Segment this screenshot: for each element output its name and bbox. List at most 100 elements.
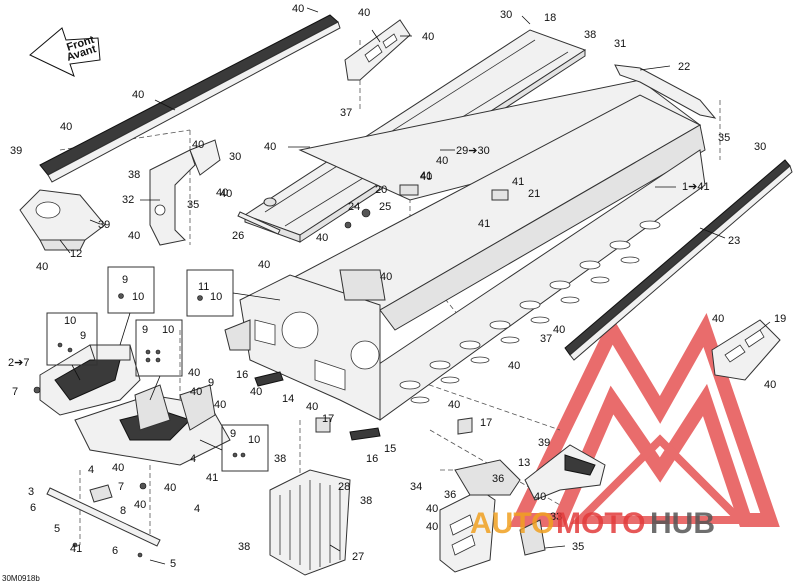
callout-label: 9 <box>80 330 86 342</box>
part-12 <box>19 189 106 251</box>
callout-label: 4 <box>194 503 200 515</box>
callout-label: 34 <box>410 481 422 493</box>
callout-labels: 40 40 30 18 40 38 31 22 40 37 40 39 35 4… <box>8 3 786 570</box>
callout-label: 40 <box>112 462 124 474</box>
callout-label: 9 <box>208 377 214 389</box>
callout-label: 17 <box>322 413 334 425</box>
callout-label: 21 <box>528 188 540 200</box>
leader-lines <box>59 7 771 565</box>
front-arrow-icon: Front Avant <box>29 27 101 77</box>
tunnel-cutouts <box>399 220 661 404</box>
callout-label: 40 <box>712 313 724 325</box>
callout-label: 7 <box>12 386 18 398</box>
watermark-moto: MOTO <box>556 507 645 540</box>
assembly-2-7 <box>39 344 141 416</box>
callout-label: 9 <box>122 274 128 286</box>
callout-label: 30 <box>754 141 766 153</box>
callout-label: 1➔41 <box>682 181 710 193</box>
callout-label: 33 <box>550 511 562 523</box>
callout-label: 36 <box>492 473 504 485</box>
callout-label: 40 <box>764 379 776 391</box>
callout-label: 3 <box>28 486 34 498</box>
callout-label: 10 <box>248 434 260 446</box>
detail-box-9-10-b <box>135 319 183 377</box>
bar-26 <box>237 211 281 235</box>
callout-label: 30 <box>229 151 241 163</box>
callout-label: 8 <box>120 505 126 517</box>
small-brackets <box>263 184 509 229</box>
callout-label: 40 <box>264 141 276 153</box>
fasteners <box>33 293 246 558</box>
callout-label: 24 <box>348 201 360 213</box>
bracket-32 <box>149 149 196 246</box>
callout-label: 38 <box>128 169 140 181</box>
clips-17 <box>315 417 473 435</box>
callout-label: 10 <box>132 291 144 303</box>
callout-label: 38 <box>274 453 286 465</box>
callout-label: 40 <box>422 31 434 43</box>
callout-label: 40 <box>250 386 262 398</box>
callout-label: 40 <box>192 139 204 151</box>
callout-label: 37 <box>540 333 552 345</box>
callout-label: 38 <box>584 29 596 41</box>
callout-label: 27 <box>352 551 364 563</box>
callout-label: 40 <box>216 187 228 199</box>
callout-label: 40 <box>436 155 448 167</box>
callout-label: 39 <box>538 437 550 449</box>
callout-label: 31 <box>614 38 626 50</box>
bracket-18 <box>344 19 411 81</box>
callout-label: 40 <box>553 324 565 336</box>
callout-label: 40 <box>214 399 226 411</box>
callout-label: 40 <box>220 188 232 200</box>
callout-label: 12 <box>70 248 82 260</box>
callout-label: 38 <box>360 495 372 507</box>
detail-box-9-10-c <box>221 424 269 472</box>
callout-label: 40 <box>306 401 318 413</box>
callout-label: 19 <box>774 313 786 325</box>
bracket-36 <box>439 459 546 573</box>
part-13 <box>524 444 606 501</box>
callout-label: 40 <box>534 491 546 503</box>
callout-label: 40 <box>190 386 202 398</box>
callout-label: 6 <box>112 545 118 557</box>
lower-frame <box>74 384 231 466</box>
callout-label: 38 <box>238 541 250 553</box>
callout-label: 35 <box>718 132 730 144</box>
callout-label: 35 <box>187 199 199 211</box>
callout-label: 39 <box>10 145 22 157</box>
callout-label: 40 <box>132 89 144 101</box>
callout-label: 40 <box>380 271 392 283</box>
callout-label: 41 <box>206 472 218 484</box>
watermark-hub: HUB <box>650 507 715 540</box>
callout-label: 9 <box>142 324 148 336</box>
callout-label: 28 <box>338 481 350 493</box>
callout-label: 40 <box>426 503 438 515</box>
footrest-15 <box>349 427 381 441</box>
callout-label: 32 <box>122 194 134 206</box>
rail-23 <box>564 159 793 361</box>
callout-label: 41 <box>478 218 490 230</box>
detail-box-9-10 <box>107 266 155 314</box>
callout-label: 41 <box>512 176 524 188</box>
callout-label: 40 <box>258 259 270 271</box>
callout-label: 40 <box>60 121 72 133</box>
callout-label: 18 <box>544 12 556 24</box>
callout-label: 26 <box>232 230 244 242</box>
callout-label: 23 <box>728 235 740 247</box>
figure-code: 30M0918b <box>2 574 40 583</box>
callout-label: 17 <box>480 417 492 429</box>
callout-label: 5 <box>54 523 60 535</box>
bars-3-5-6-8 <box>46 484 161 547</box>
callout-label: 9 <box>230 428 236 440</box>
callout-label: 40 <box>188 367 200 379</box>
callout-label: 5 <box>170 558 176 570</box>
automotohub-logo <box>508 312 780 527</box>
callout-label: 40 <box>134 499 146 511</box>
callout-label: 16 <box>366 453 378 465</box>
callout-label: 40 <box>164 482 176 494</box>
callout-label: 41 <box>420 170 432 182</box>
rail-22 <box>39 14 341 183</box>
callout-label: 40 <box>448 399 460 411</box>
callout-label: 13 <box>518 457 530 469</box>
